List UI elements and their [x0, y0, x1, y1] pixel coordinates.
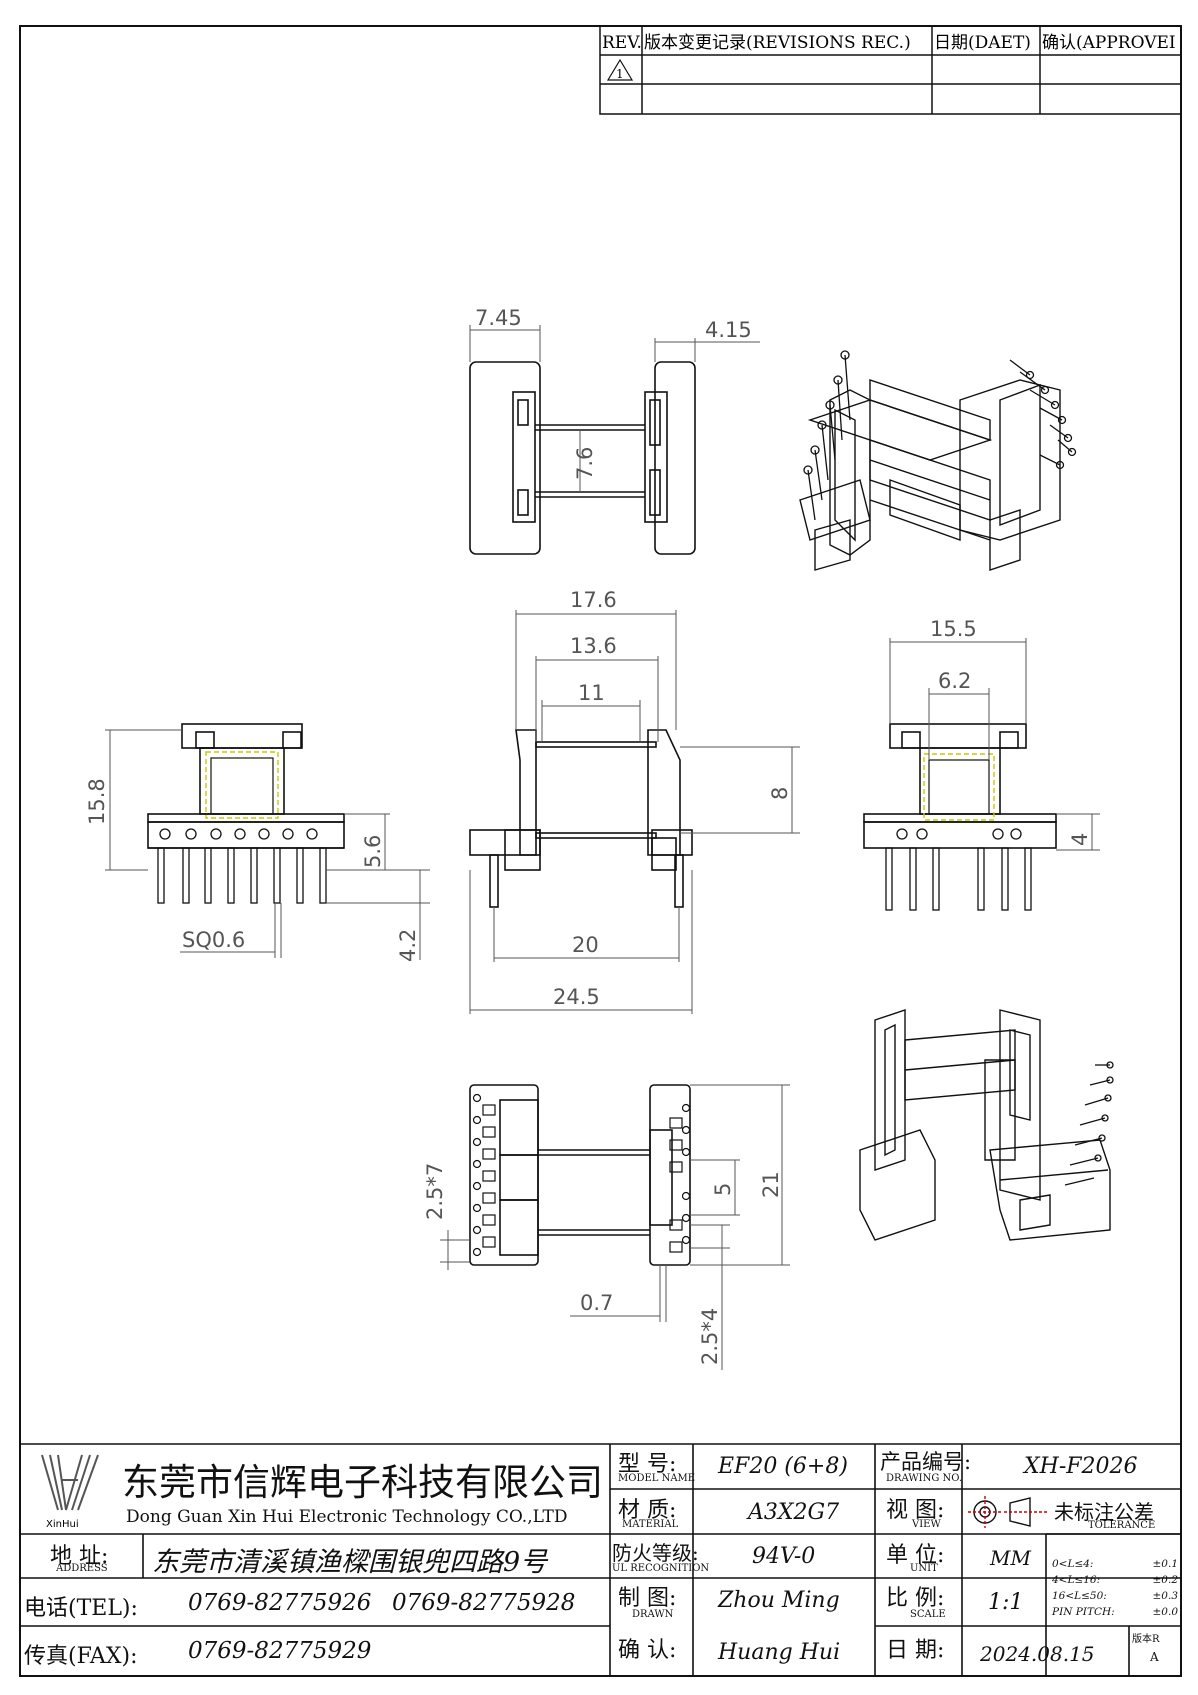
iso-view-upper: [799, 379, 1061, 571]
dim-front-13-6: 13.6: [570, 634, 617, 658]
dim-front-24-5: 24.5: [553, 985, 600, 1009]
model-label-en: MODEL NAME: [618, 1473, 696, 1484]
iso-view-lower: [859, 1009, 1111, 1241]
tel-1: 0769-82775926: [188, 1590, 372, 1616]
dim-bottom-21: 21: [759, 1171, 783, 1198]
left-side-pins: [157, 828, 327, 904]
model-value: EF20 (6+8): [718, 1454, 848, 1479]
top-view-dims: [469, 325, 760, 492]
material-label-cn: 材 质:: [618, 1498, 677, 1523]
scale-label-en: SCALE: [910, 1609, 946, 1620]
drawing-no-label-en: DRAWING NO.: [886, 1473, 963, 1484]
dim-left-5-6: 5.6: [361, 835, 385, 868]
left-side-dims: [105, 729, 430, 960]
version-value: A: [1150, 1650, 1159, 1664]
revision-table: [599, 25, 1182, 115]
dim-front-11: 11: [578, 681, 605, 705]
view-label-en: VIEW: [912, 1519, 941, 1530]
tolerance-row: 4<L≤16:±0.2: [1052, 1574, 1178, 1586]
unit-label-en: UNIT: [910, 1563, 938, 1574]
dim-front-20: 20: [572, 933, 599, 957]
left-core-window: [210, 757, 274, 815]
tolerance-row: 16<L≤50:±0.3: [1052, 1590, 1178, 1602]
revisions-record-label: 版本变更记录(REVISIONS REC.): [644, 33, 911, 53]
drawing-no-label-cn: 产品编号:: [880, 1450, 972, 1474]
fire-value: 94V-0: [752, 1544, 816, 1569]
version-label: 版本R: [1132, 1634, 1160, 1645]
dim-bottom-5: 5: [711, 1183, 735, 1196]
company-name-cn: 东莞市信辉电子科技有限公司: [122, 1461, 603, 1504]
view-projection-icon: [968, 1496, 1048, 1528]
dim-left-sq: SQ0.6: [182, 928, 245, 952]
dim-top-right-width: 4.15: [705, 318, 752, 342]
drawing-no-value: XH-F2026: [1024, 1454, 1138, 1479]
dim-bottom-pitch4: 2.5*4: [698, 1308, 722, 1365]
view-label-cn: 视 图:: [886, 1498, 945, 1523]
scale-label-cn: 比 例:: [886, 1586, 945, 1611]
tolerance-table: 0<L≤4:±0.1 4<L≤16:±0.2 16<L≤50:±0.3 PIN …: [1052, 1556, 1178, 1620]
rev-mark: 1: [616, 67, 624, 81]
address-label-en: ADDRESS: [56, 1563, 108, 1574]
dim-bottom-pitch7: 2.5*7: [423, 1163, 447, 1220]
bottom-view-dims: [440, 1084, 790, 1370]
scale-value: 1:1: [988, 1590, 1024, 1615]
unit-value: MM: [990, 1546, 1031, 1570]
dim-front-8: 8: [768, 787, 792, 800]
date-label-cn: 日 期:: [886, 1638, 945, 1663]
front-view-dims: [469, 610, 800, 1014]
drawn-value: Zhou Ming: [718, 1588, 840, 1613]
iso-view-lower-pins: [1064, 1061, 1114, 1186]
tel-2: 0769-82775928: [392, 1590, 576, 1616]
tolerance-label-cn: 未标注公差: [1054, 1500, 1154, 1524]
material-value: A3X2G7: [748, 1500, 840, 1525]
dim-left-4-2: 4.2: [396, 929, 420, 962]
model-label-cn: 型 号:: [618, 1452, 677, 1477]
dim-top-core: 7.6: [573, 447, 597, 480]
company-logo: [41, 1454, 99, 1511]
fax-value: 0769-82775929: [188, 1638, 372, 1664]
fax-label: 传真(FAX):: [24, 1644, 138, 1669]
right-side-pins: [885, 828, 1032, 911]
right-side-dims: [889, 638, 1100, 851]
top-view: [469, 361, 696, 555]
tolerance-row: PIN PITCH:±0.0: [1052, 1606, 1178, 1618]
right-side-view: [863, 723, 1057, 849]
iso-view-upper-pins: [803, 350, 1077, 521]
sheet-border: [19, 25, 1182, 1677]
dim-right-4: 4: [1068, 833, 1092, 846]
material-label-en: MATERIAL: [622, 1519, 679, 1530]
unit-label-cn: 单 位:: [886, 1543, 945, 1568]
drawn-label-en: DRAWN: [632, 1609, 674, 1620]
dim-left-15-8: 15.8: [85, 778, 109, 825]
fire-label-en: UL RECOGNITION: [612, 1563, 710, 1574]
logo-text: XinHui: [46, 1519, 79, 1530]
dim-front-17-6: 17.6: [570, 588, 617, 612]
right-core-outline: [923, 753, 995, 821]
tolerance-label-en: TOLERANCE: [1088, 1520, 1156, 1531]
revisions-approve-label: 确认(APPROVEI: [1042, 33, 1176, 53]
tolerance-row: 0<L≤4:±0.1: [1052, 1558, 1178, 1570]
drawn-label-cn: 制 图:: [618, 1586, 677, 1611]
dim-bottom-0-7: 0.7: [580, 1291, 613, 1315]
right-core-window: [928, 759, 990, 815]
date-value: 2024.08.15: [980, 1642, 1095, 1666]
fire-label-cn: 防火等级:: [612, 1541, 699, 1565]
tel-label: 电话(TEL):: [24, 1596, 138, 1621]
confirm-label-cn: 确 认:: [618, 1638, 677, 1663]
dim-right-15-5: 15.5: [930, 617, 977, 641]
bottom-view: [469, 1084, 691, 1266]
bottom-view-pins: [472, 1093, 691, 1257]
rev-label: REV.: [602, 33, 642, 53]
address-label-cn: 地 址:: [50, 1544, 109, 1569]
revisions-date-label: 日期(DAET): [934, 33, 1031, 53]
dim-top-left-width: 7.45: [475, 306, 522, 330]
address-value: 东莞市清溪镇渔樑围银兜四路9号: [152, 1547, 548, 1578]
dim-right-6-2: 6.2: [938, 669, 971, 693]
left-core-outline: [205, 751, 279, 819]
confirm-value: Huang Hui: [718, 1640, 841, 1665]
title-block-grid: [20, 1443, 1181, 1676]
front-view: [469, 729, 693, 908]
company-name-en: Dong Guan Xin Hui Electronic Technology …: [126, 1507, 568, 1527]
